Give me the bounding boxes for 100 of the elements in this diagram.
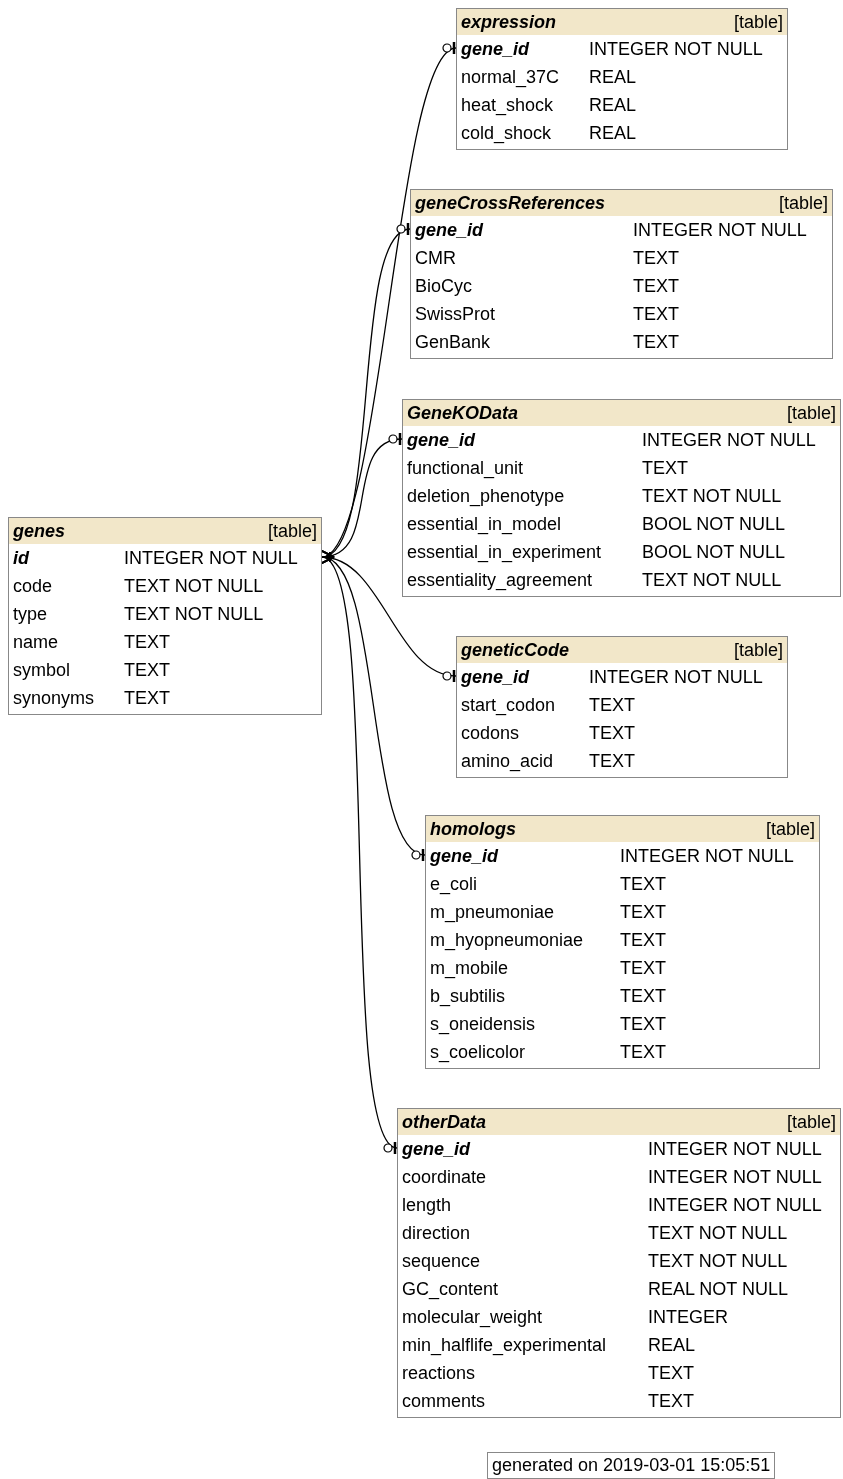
column-type: INTEGER NOT NULL [589, 39, 763, 60]
table-name: expression [461, 11, 557, 33]
footer-note: generated on 2019-03-01 15:05:51 [487, 1452, 776, 1479]
table-name: geneticCode [461, 639, 570, 661]
table-kind: [table] [267, 520, 317, 542]
column-name: synonyms [13, 688, 95, 709]
entity-table [8, 517, 322, 715]
table-kind: [table] [733, 11, 783, 33]
column-name: CMR [415, 248, 456, 269]
entity-table [397, 1108, 841, 1418]
column-name: m_mobile [430, 958, 509, 979]
column-name: comments [402, 1391, 486, 1412]
column-name: name [13, 632, 59, 653]
column-type: TEXT NOT NULL [648, 1223, 788, 1244]
column-name: gene_id [461, 667, 530, 688]
column-name: cold_shock [461, 123, 552, 144]
column-type: TEXT [620, 958, 666, 979]
column-type: INTEGER NOT NULL [648, 1167, 822, 1188]
table-name: homologs [430, 818, 516, 840]
column-type: REAL [589, 123, 637, 144]
column-name: gene_id [402, 1139, 471, 1160]
table-name: genes [13, 520, 66, 542]
table-name: otherData [402, 1111, 486, 1133]
column-name: start_codon [461, 695, 556, 716]
column-name: s_coelicolor [430, 1042, 526, 1063]
column-type: TEXT [648, 1391, 694, 1412]
column-type: TEXT [620, 902, 666, 923]
column-type: REAL [648, 1335, 696, 1356]
column-type: TEXT [124, 660, 170, 681]
column-type: TEXT NOT NULL [642, 486, 782, 507]
column-type: TEXT NOT NULL [124, 604, 264, 625]
column-name: essentiality_agreement [407, 570, 593, 591]
column-name: essential_in_experiment [407, 542, 602, 563]
table-name: GeneKOData [407, 402, 519, 424]
column-name: coordinate [402, 1167, 487, 1188]
column-name: normal_37C [461, 67, 560, 88]
column-type: TEXT [124, 688, 170, 709]
column-type: INTEGER NOT NULL [648, 1195, 822, 1216]
entity-table [410, 189, 833, 359]
table-kind: [table] [786, 1111, 836, 1133]
table-kind: [table] [733, 639, 783, 661]
column-type: TEXT [633, 304, 679, 325]
column-name: m_hyopneumoniae [430, 930, 584, 951]
column-type: TEXT [620, 1014, 666, 1035]
column-name: GC_content [402, 1279, 499, 1300]
column-name: essential_in_model [407, 514, 562, 535]
column-name: gene_id [415, 220, 484, 241]
column-name: BioCyc [415, 276, 472, 297]
column-name: id [13, 548, 29, 569]
column-type: TEXT [620, 930, 666, 951]
column-name: type [13, 604, 48, 625]
column-name: SwissProt [415, 304, 495, 325]
column-type: TEXT [633, 276, 679, 297]
table-kind: [table] [778, 192, 828, 214]
column-type: TEXT NOT NULL [648, 1251, 788, 1272]
table-kind: [table] [786, 402, 836, 424]
table-kind: [table] [765, 818, 815, 840]
column-type: TEXT [620, 986, 666, 1007]
column-type: TEXT [620, 1042, 666, 1063]
column-type: INTEGER [648, 1307, 728, 1328]
column-name: e_coli [430, 874, 478, 895]
column-name: code [13, 576, 53, 597]
entity-table [456, 8, 788, 150]
column-name: length [402, 1195, 452, 1216]
column-name: m_pneumoniae [430, 902, 555, 923]
column-type: TEXT [124, 632, 170, 653]
column-type: INTEGER NOT NULL [589, 667, 763, 688]
entity-table [456, 636, 788, 778]
column-name: gene_id [407, 430, 476, 451]
column-type: TEXT NOT NULL [642, 570, 782, 591]
column-type: INTEGER NOT NULL [648, 1139, 822, 1160]
column-type: REAL [589, 67, 637, 88]
column-name: reactions [402, 1363, 476, 1384]
column-type: BOOL NOT NULL [642, 514, 786, 535]
table-name: geneCrossReferences [415, 192, 606, 214]
column-name: molecular_weight [402, 1307, 543, 1328]
column-type: REAL NOT NULL [648, 1279, 789, 1300]
column-name: heat_shock [461, 95, 554, 116]
column-type: TEXT [633, 332, 679, 353]
column-name: b_subtilis [430, 986, 506, 1007]
column-name: codons [461, 723, 520, 744]
column-type: TEXT [589, 723, 635, 744]
entity-table [425, 815, 820, 1069]
column-name: deletion_phenotype [407, 486, 565, 507]
column-type: TEXT [633, 248, 679, 269]
column-name: direction [402, 1223, 471, 1244]
column-type: BOOL NOT NULL [642, 542, 786, 563]
column-name: sequence [402, 1251, 481, 1272]
column-name: s_oneidensis [430, 1014, 536, 1035]
column-type: REAL [589, 95, 637, 116]
column-type: TEXT NOT NULL [124, 576, 264, 597]
column-type: TEXT [642, 458, 688, 479]
column-type: TEXT [648, 1363, 694, 1384]
column-name: functional_unit [407, 458, 524, 479]
column-type: INTEGER NOT NULL [620, 846, 794, 867]
column-name: gene_id [430, 846, 499, 867]
column-type: TEXT [620, 874, 666, 895]
column-name: min_halflife_experimental [402, 1335, 607, 1356]
column-name: GenBank [415, 332, 491, 353]
column-type: TEXT [589, 695, 635, 716]
